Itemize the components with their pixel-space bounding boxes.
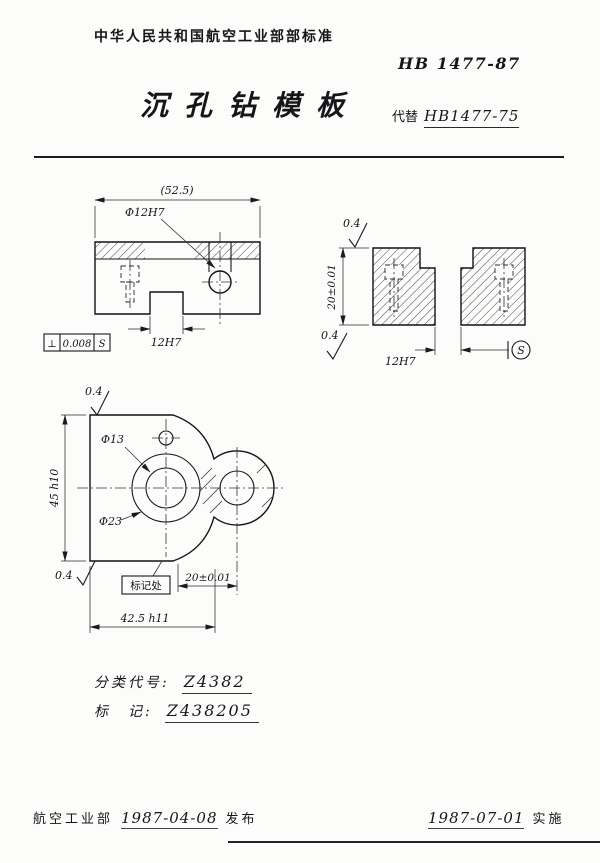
hidden-screw-right	[494, 258, 514, 317]
hidden-screw-hole	[120, 260, 140, 308]
finish-top-label: 0.4	[343, 217, 361, 230]
standard-org-title: 中华人民共和国航空工业部部标准	[94, 28, 334, 44]
dim-overall-width: (52.5)	[94, 184, 261, 238]
side-view-drawing: 0.4 20±0.01 0.4 12H7 S	[321, 217, 531, 368]
implementation-label: 实施	[532, 811, 565, 826]
height-dim-label: 20±0.01	[326, 264, 338, 311]
issue-label: 发布	[225, 811, 258, 826]
document-title: 沉孔钻模板	[140, 89, 361, 122]
dim-bore: Φ23	[99, 511, 142, 528]
tolerance-datum: S	[99, 339, 106, 350]
mark-area-label: 标记处	[130, 580, 162, 592]
bore-label: Φ23	[99, 515, 122, 528]
marking-label: 标 记:	[94, 704, 153, 720]
hidden-screw-left	[384, 258, 404, 317]
dim-overall-label: (52.5)	[160, 184, 193, 197]
slot-dim-label: 12H7	[385, 355, 416, 368]
replaces-number: HB1477-75	[424, 107, 520, 128]
finish-bottom-label: 0.4	[321, 329, 339, 342]
footer-org: 航空工业部	[33, 811, 114, 826]
datum-label: S	[517, 344, 525, 357]
roughness-icon	[326, 332, 348, 361]
marking-value: Z438205	[164, 701, 259, 723]
offset-dim-label: 20±0.01	[184, 572, 231, 584]
mark-area-callout: 标记处	[121, 560, 171, 595]
dim-height: 20±0.01	[326, 247, 369, 326]
top-view-part	[77, 414, 283, 595]
front-view-part	[94, 232, 261, 324]
side-part-left-section	[372, 247, 436, 326]
marking-row: 标 记: Z438205	[94, 701, 259, 723]
footer-issue: 航空工业部 1987-04-08 发布	[33, 808, 258, 829]
standard-number: HB 1477-87	[398, 54, 521, 73]
side-view-part	[372, 247, 526, 326]
slot-dim-label: 12H7	[151, 336, 182, 349]
roughness-icon	[76, 560, 96, 587]
classification-code-value: Z4382	[181, 672, 252, 694]
finish-mark-top: 0.4	[85, 385, 110, 417]
finish-mark-bottom: 0.4	[55, 560, 96, 587]
height-dim-label: 45 h10	[48, 469, 61, 509]
finish-mark-bottom: 0.4	[321, 329, 348, 361]
hatch-area	[95, 242, 145, 259]
dim-offset: 20±0.01	[177, 564, 238, 592]
classification-code-label: 分类代号:	[94, 675, 170, 691]
front-view-drawing: (52.5) Φ12H7 12H7 ⊥ 0.008 S	[43, 184, 261, 352]
dim-slot-side: 12H7 S	[385, 327, 531, 368]
hatch-area	[195, 242, 260, 259]
tolerance-symbol: ⊥	[47, 339, 56, 350]
classification-code-row: 分类代号: Z4382	[94, 672, 252, 694]
dim-bushing-hole: Φ12H7	[125, 206, 216, 269]
roughness-icon	[90, 390, 110, 417]
hole-dia-label: Φ12H7	[125, 206, 165, 219]
screw-hole-circle	[158, 430, 174, 446]
width-dim-label: 42.5 h11	[119, 612, 169, 625]
footer-implementation: 1987-07-01 实施	[420, 808, 565, 829]
roughness-icon	[348, 222, 368, 249]
counterbore-label: Φ13	[101, 433, 124, 446]
datum-circle	[511, 340, 531, 360]
dim-slot-front: 12H7	[128, 316, 205, 349]
header-divider	[34, 156, 564, 158]
dim-counterbore: Φ13	[101, 433, 151, 473]
dim-plate-width: 42.5 h11	[89, 566, 216, 633]
footer-divider	[228, 841, 600, 843]
finish-top-label: 0.4	[85, 385, 103, 398]
tolerance-value: 0.008	[63, 339, 92, 350]
dim-plate-height: 45 h10	[48, 414, 86, 562]
finish-bottom-label: 0.4	[55, 569, 73, 582]
replaces-note: 代替 HB1477-75	[392, 106, 520, 128]
front-part-outline	[94, 241, 261, 315]
top-view-drawing: 0.4 45 h10 Φ13 Φ23 0.4 标记处	[48, 385, 283, 633]
counterbore-circle	[131, 453, 201, 523]
geometric-tolerance-frame: ⊥ 0.008 S	[43, 333, 111, 352]
bushing-hole-circle	[219, 470, 255, 506]
side-part-right-section	[460, 247, 526, 326]
issue-date: 1987-04-08	[121, 809, 218, 829]
through-hole-circle	[145, 467, 187, 509]
implementation-date: 1987-07-01	[428, 809, 525, 829]
replaces-label: 代替	[392, 109, 419, 124]
finish-mark-top: 0.4	[343, 217, 368, 249]
neck-hatch-lines	[199, 463, 273, 514]
